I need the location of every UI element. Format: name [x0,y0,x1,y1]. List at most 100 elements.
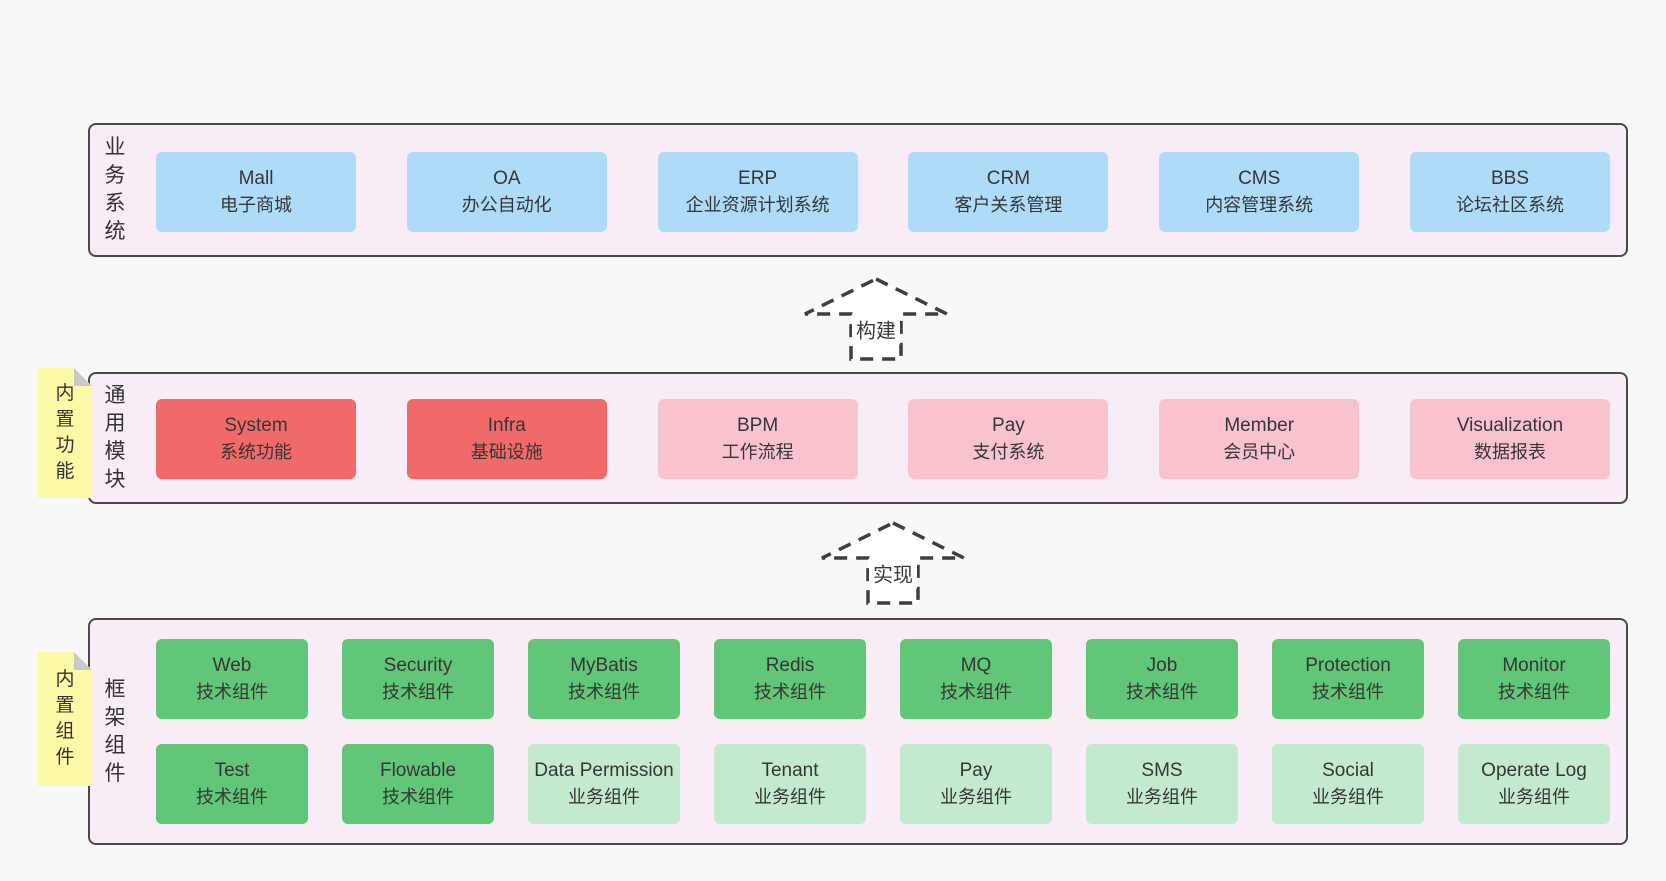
box-oa-desc: 办公自动化 [461,195,552,215]
box-sms-name: SMS [1141,760,1183,781]
box-web-desc: 技术组件 [196,682,268,702]
box-job-name: Job [1146,655,1178,676]
box-test-desc: 技术组件 [196,787,268,807]
build-arrow-label: 构建 [852,313,900,345]
box-mall-name: Mall [238,168,274,189]
box-pay-component: Pay 业务组件 [900,744,1052,824]
box-infra-desc: 基础设施 [470,442,543,462]
box-redis-desc: 技术组件 [754,682,826,702]
box-bpm-name: BPM [737,415,779,436]
box-crm-name: CRM [986,168,1031,189]
box-mybatis: MyBatis 技术组件 [528,639,680,719]
box-member-name: Member [1224,415,1295,436]
built-in-components-note: 内 置 组 件 [38,652,92,786]
box-member: Member 会员中心 [1159,399,1360,479]
box-system: System 系统功能 [156,399,356,479]
box-mybatis-desc: 技术组件 [568,682,640,702]
box-cms: CMS 内容管理系统 [1159,152,1360,232]
box-data-permission: Data Permission 业务组件 [528,744,680,824]
box-web: Web 技术组件 [156,639,308,719]
implement-arrow-label: 实现 [869,557,917,589]
box-protection: Protection 技术组件 [1272,639,1424,719]
framework-components-label: 框 架 组 件 [104,677,126,785]
box-erp-desc: 企业资源计划系统 [685,195,830,215]
box-test-name: Test [214,760,250,781]
framework-components-row-1: Web 技术组件 Security 技术组件 MyBatis 技术组件 Redi… [156,639,1610,719]
box-visualization-desc: 数据报表 [1473,442,1546,462]
box-pay-module-name: Pay [992,415,1025,436]
box-protection-desc: 技术组件 [1312,682,1384,702]
box-erp-name: ERP [738,168,778,189]
box-job: Job 技术组件 [1086,639,1238,719]
box-oa: OA 办公自动化 [406,152,607,232]
box-bbs-name: BBS [1490,168,1529,189]
box-monitor: Monitor 技术组件 [1458,639,1610,719]
box-pay-component-desc: 业务组件 [940,787,1012,807]
box-member-desc: 会员中心 [1223,442,1296,462]
box-social: Social 业务组件 [1272,744,1424,824]
box-bbs-desc: 论坛社区系统 [1455,195,1564,215]
box-cms-desc: 内容管理系统 [1205,195,1314,215]
build-arrow: 构建 [803,277,949,361]
box-monitor-name: Monitor [1502,655,1566,676]
box-operate-log-desc: 业务组件 [1498,787,1570,807]
box-job-desc: 技术组件 [1126,682,1198,702]
box-security-desc: 技术组件 [382,682,454,702]
box-mq-desc: 技术组件 [940,682,1012,702]
box-visualization-name: Visualization [1456,415,1564,436]
box-security: Security 技术组件 [342,639,494,719]
box-bbs: BBS 论坛社区系统 [1409,152,1610,232]
business-systems-row: Mall 电子商城 OA 办公自动化 ERP 企业资源计划系统 CRM 客户关系… [156,152,1610,232]
box-flowable-name: Flowable [379,760,457,781]
box-cms-name: CMS [1238,168,1281,189]
box-crm-desc: 客户关系管理 [954,195,1063,215]
box-monitor-desc: 技术组件 [1498,682,1570,702]
box-sms-desc: 业务组件 [1126,787,1198,807]
framework-components-layer: 框 架 组 件 Web 技术组件 Security 技术组件 MyBatis 技… [88,618,1628,845]
box-mall-desc: 电子商城 [220,195,292,215]
framework-components-row-2: Test 技术组件 Flowable 技术组件 Data Permission … [156,744,1610,824]
business-systems-layer: 业 务 系 统 Mall 电子商城 OA 办公自动化 ERP 企业资源计划系统 … [88,123,1628,257]
common-modules-layer: 通 用 模 块 System 系统功能 Infra 基础设施 BPM 工作流程 … [88,372,1628,504]
box-mall: Mall 电子商城 [156,152,356,232]
box-tenant-desc: 业务组件 [754,787,826,807]
box-pay-module: Pay 支付系统 [908,399,1109,479]
box-crm: CRM 客户关系管理 [908,152,1109,232]
box-infra: Infra 基础设施 [406,399,607,479]
box-bpm: BPM 工作流程 [657,399,858,479]
box-sms: SMS 业务组件 [1086,744,1238,824]
box-visualization: Visualization 数据报表 [1409,399,1610,479]
built-in-features-note: 内 置 功 能 [38,368,92,498]
box-security-name: Security [383,655,453,676]
box-operate-log-name: Operate Log [1481,760,1587,781]
box-bpm-desc: 工作流程 [721,442,794,462]
box-web-name: Web [212,655,252,676]
box-pay-component-name: Pay [959,760,993,781]
box-social-desc: 业务组件 [1312,787,1384,807]
common-modules-label: 通 用 模 块 [104,384,126,491]
box-oa-name: OA [493,168,521,189]
common-modules-row: System 系统功能 Infra 基础设施 BPM 工作流程 Pay 支付系统… [156,399,1610,479]
box-infra-name: Infra [487,415,526,436]
box-operate-log: Operate Log 业务组件 [1458,744,1610,824]
box-mybatis-name: MyBatis [570,655,638,676]
box-pay-module-desc: 支付系统 [972,442,1045,462]
implement-arrow: 实现 [820,521,966,605]
box-tenant-name: Tenant [761,760,819,781]
box-redis-name: Redis [765,655,815,676]
box-protection-name: Protection [1305,655,1391,676]
box-system-desc: 系统功能 [220,442,292,462]
box-flowable: Flowable 技术组件 [342,744,494,824]
box-flowable-desc: 技术组件 [382,787,454,807]
box-test: Test 技术组件 [156,744,308,824]
box-social-name: Social [1322,760,1374,781]
box-mq: MQ 技术组件 [900,639,1052,719]
box-tenant: Tenant 业务组件 [714,744,866,824]
box-redis: Redis 技术组件 [714,639,866,719]
box-erp: ERP 企业资源计划系统 [657,152,858,232]
box-system-name: System [224,415,288,436]
box-mq-name: MQ [960,655,992,676]
box-data-permission-name: Data Permission [534,760,674,781]
box-data-permission-desc: 业务组件 [568,787,640,807]
business-systems-label: 业 务 系 统 [104,136,126,243]
